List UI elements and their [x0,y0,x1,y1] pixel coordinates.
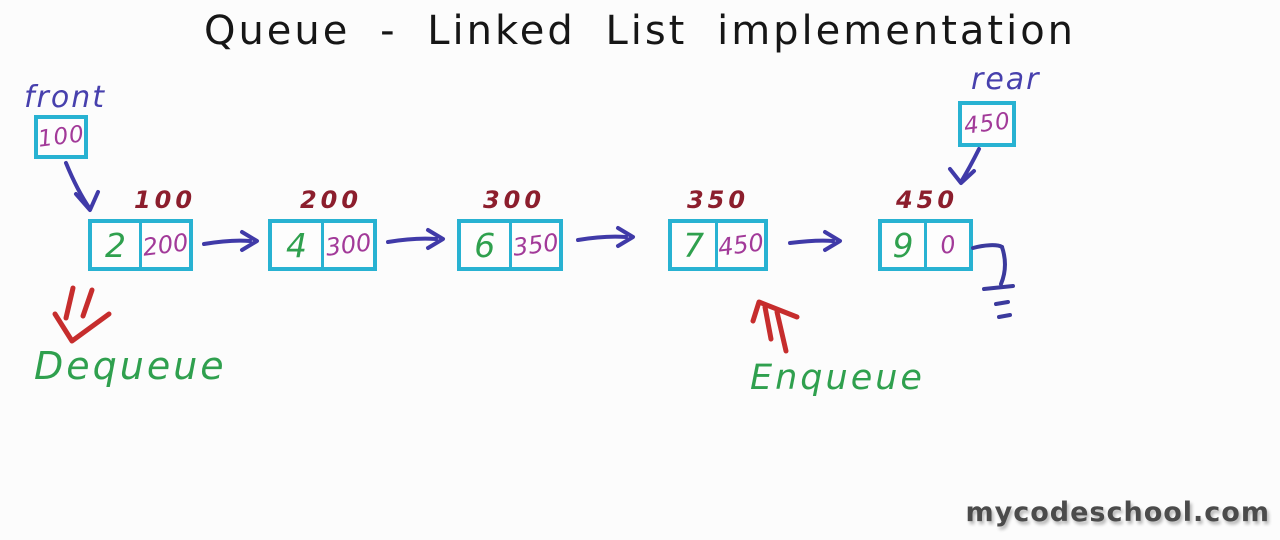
null-terminator-symbol [971,243,1015,319]
queue-node: 2 200 [88,219,193,271]
front-pointer-label: front [24,80,107,115]
front-pointer-value: 100 [36,121,86,153]
next-arrow-icon [788,230,842,252]
node-next-pointer: 450 [716,228,766,262]
node-data-value: 7 [672,223,719,267]
page-title: Queue - Linked List implementation [203,8,1077,54]
next-arrow-icon [576,226,635,248]
node-data-value: 9 [882,223,927,267]
watermark: mycodeschool.com [965,497,1270,528]
queue-node: 6 350 [457,219,563,271]
node-next-pointer: 0 [938,230,958,260]
dequeue-arrow-icon [52,285,112,344]
node-next-pointer: 300 [324,228,373,262]
dequeue-operation-label: Dequeue [34,344,227,388]
node-address-label: 450 [895,186,959,214]
node-address-label: 350 [686,186,750,214]
rear-arrow-icon [948,147,981,185]
node-data-value: 2 [92,223,142,267]
enqueue-operation-label: Enqueue [750,358,925,398]
next-arrow-icon [386,228,445,250]
node-data-value: 4 [272,223,324,267]
rear-pointer-box: 450 [958,101,1016,147]
front-pointer-box: 100 [34,115,88,159]
next-arrow-icon [202,230,259,252]
rear-pointer-label: rear [971,62,1041,97]
front-arrow-icon [64,161,100,212]
enqueue-arrow-icon [750,299,800,354]
node-address-label: 200 [299,186,363,214]
rear-pointer-value: 450 [962,108,1012,140]
node-address-label: 100 [133,186,197,214]
queue-node: 9 0 [878,219,973,271]
node-next-pointer: 200 [141,228,190,262]
node-address-label: 300 [482,186,546,214]
node-data-value: 6 [461,223,512,267]
node-next-pointer: 350 [510,228,560,262]
queue-node: 4 300 [268,219,377,271]
queue-node: 7 450 [668,219,768,271]
